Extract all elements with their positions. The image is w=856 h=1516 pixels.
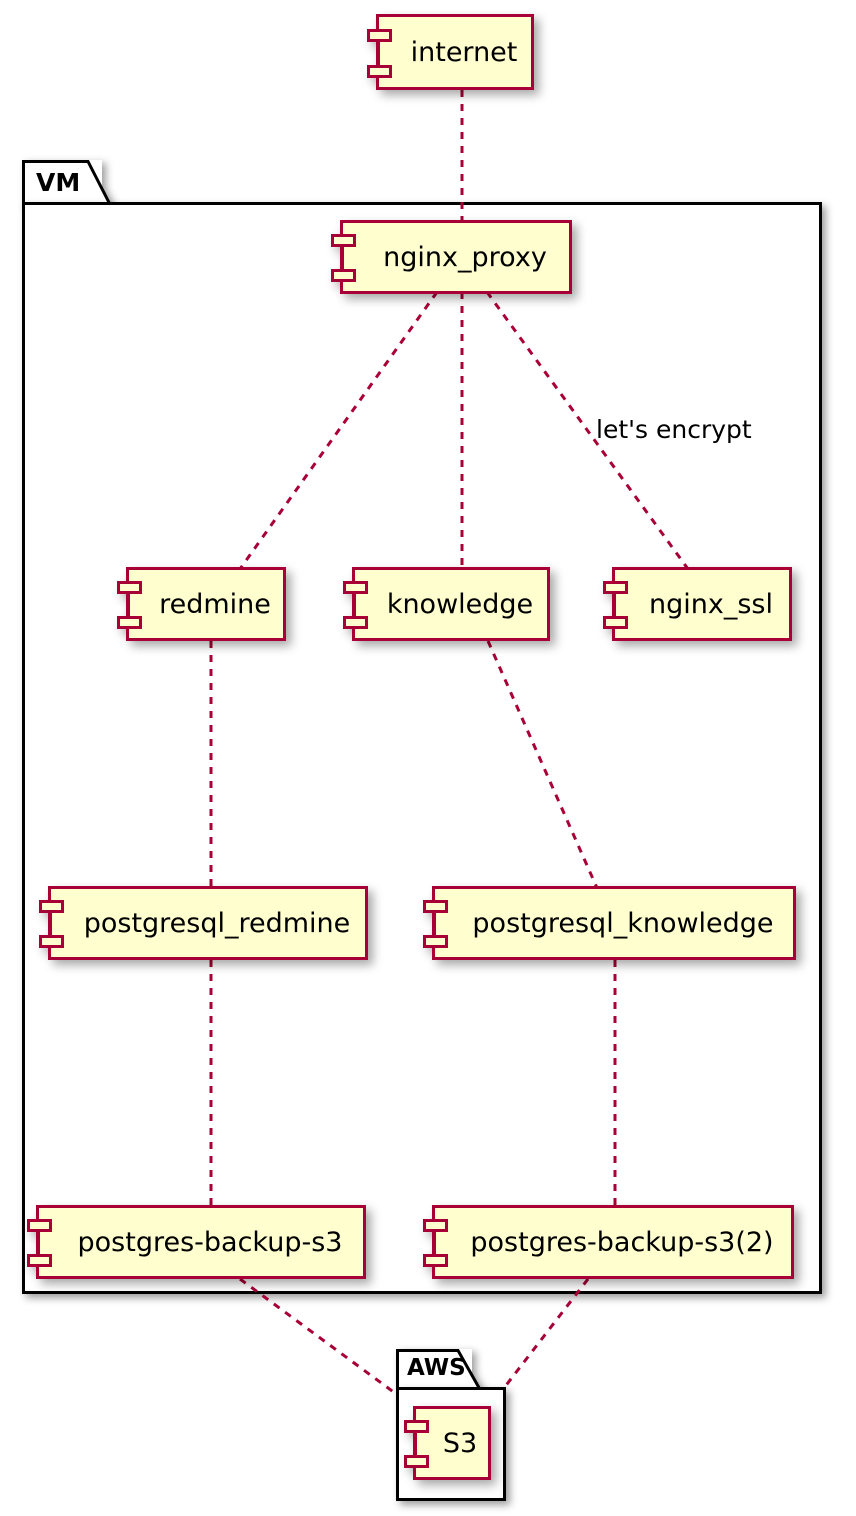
internet-port-bottom: [367, 65, 392, 78]
edge-postgres_backup_s3-s3: [239, 1277, 419, 1412]
postgres_backup_s3-port-top: [27, 1219, 52, 1232]
component-knowledge[interactable]: knowledge: [343, 567, 550, 641]
postgresql_knowledge-port-stem: [433, 901, 436, 945]
nginx_ssl-port-bottom: [603, 616, 628, 629]
knowledge-port-top: [343, 581, 368, 594]
component-postgresql_redmine[interactable]: postgresql_redmine: [39, 886, 368, 960]
postgres_backup_s3_2-port-top: [423, 1219, 448, 1232]
s3-port-bottom: [404, 1455, 429, 1468]
nginx_ssl-port-top: [603, 581, 628, 594]
package-aws-label: AWS: [407, 1355, 466, 1381]
component-redmine-label: redmine: [159, 588, 271, 620]
component-postgres_backup_s3_2-label: postgres-backup-s3(2): [470, 1226, 774, 1258]
component-s3[interactable]: S3: [404, 1406, 491, 1480]
postgresql_redmine-port-stem: [49, 901, 52, 945]
postgres_backup_s3_2-port-bottom: [423, 1254, 448, 1267]
s3-port-top: [404, 1420, 429, 1433]
postgres_backup_s3-port-bottom: [27, 1254, 52, 1267]
redmine-port-stem: [127, 582, 130, 626]
postgres_backup_s3_2-port-stem: [433, 1220, 436, 1264]
component-nginx_proxy-label: nginx_proxy: [383, 241, 547, 273]
component-postgres_backup_s3_2[interactable]: postgres-backup-s3(2): [423, 1205, 794, 1279]
component-nginx_proxy[interactable]: nginx_proxy: [331, 220, 572, 294]
component-redmine[interactable]: redmine: [117, 567, 286, 641]
nginx_ssl-port-stem: [613, 582, 616, 626]
edge-label-lets-encrypt: let's encrypt: [596, 415, 752, 444]
redmine-port-top: [117, 581, 142, 594]
component-internet-label: internet: [410, 36, 518, 68]
component-knowledge-label: knowledge: [386, 588, 534, 620]
nginx_proxy-port-stem: [341, 235, 344, 279]
component-nginx_ssl[interactable]: nginx_ssl: [603, 567, 792, 641]
nginx_proxy-port-bottom: [331, 269, 356, 282]
postgresql_redmine-port-top: [39, 900, 64, 913]
component-postgres_backup_s3[interactable]: postgres-backup-s3: [27, 1205, 366, 1279]
knowledge-port-bottom: [343, 616, 368, 629]
component-internet[interactable]: internet: [367, 14, 534, 90]
s3-port-stem: [414, 1421, 417, 1465]
internet-port-stem: [377, 29, 380, 75]
component-postgresql_redmine-label: postgresql_redmine: [83, 907, 351, 939]
package-vm: VM: [22, 160, 822, 1294]
postgresql_knowledge-port-bottom: [423, 935, 448, 948]
internet-port-top: [367, 29, 392, 42]
package-vm-body: [22, 202, 822, 1294]
postgresql_redmine-port-bottom: [39, 935, 64, 948]
package-vm-label: VM: [36, 168, 81, 197]
knowledge-port-stem: [353, 582, 356, 626]
component-s3-label: S3: [442, 1427, 478, 1459]
nginx_proxy-port-top: [331, 234, 356, 247]
component-postgres_backup_s3-label: postgres-backup-s3: [77, 1226, 343, 1258]
postgresql_knowledge-port-top: [423, 900, 448, 913]
component-nginx_ssl-label: nginx_ssl: [649, 588, 773, 620]
component-postgresql_knowledge[interactable]: postgresql_knowledge: [423, 886, 796, 960]
component-postgresql_knowledge-label: postgresql_knowledge: [472, 907, 774, 939]
postgres_backup_s3-port-stem: [37, 1220, 40, 1264]
redmine-port-bottom: [117, 616, 142, 629]
